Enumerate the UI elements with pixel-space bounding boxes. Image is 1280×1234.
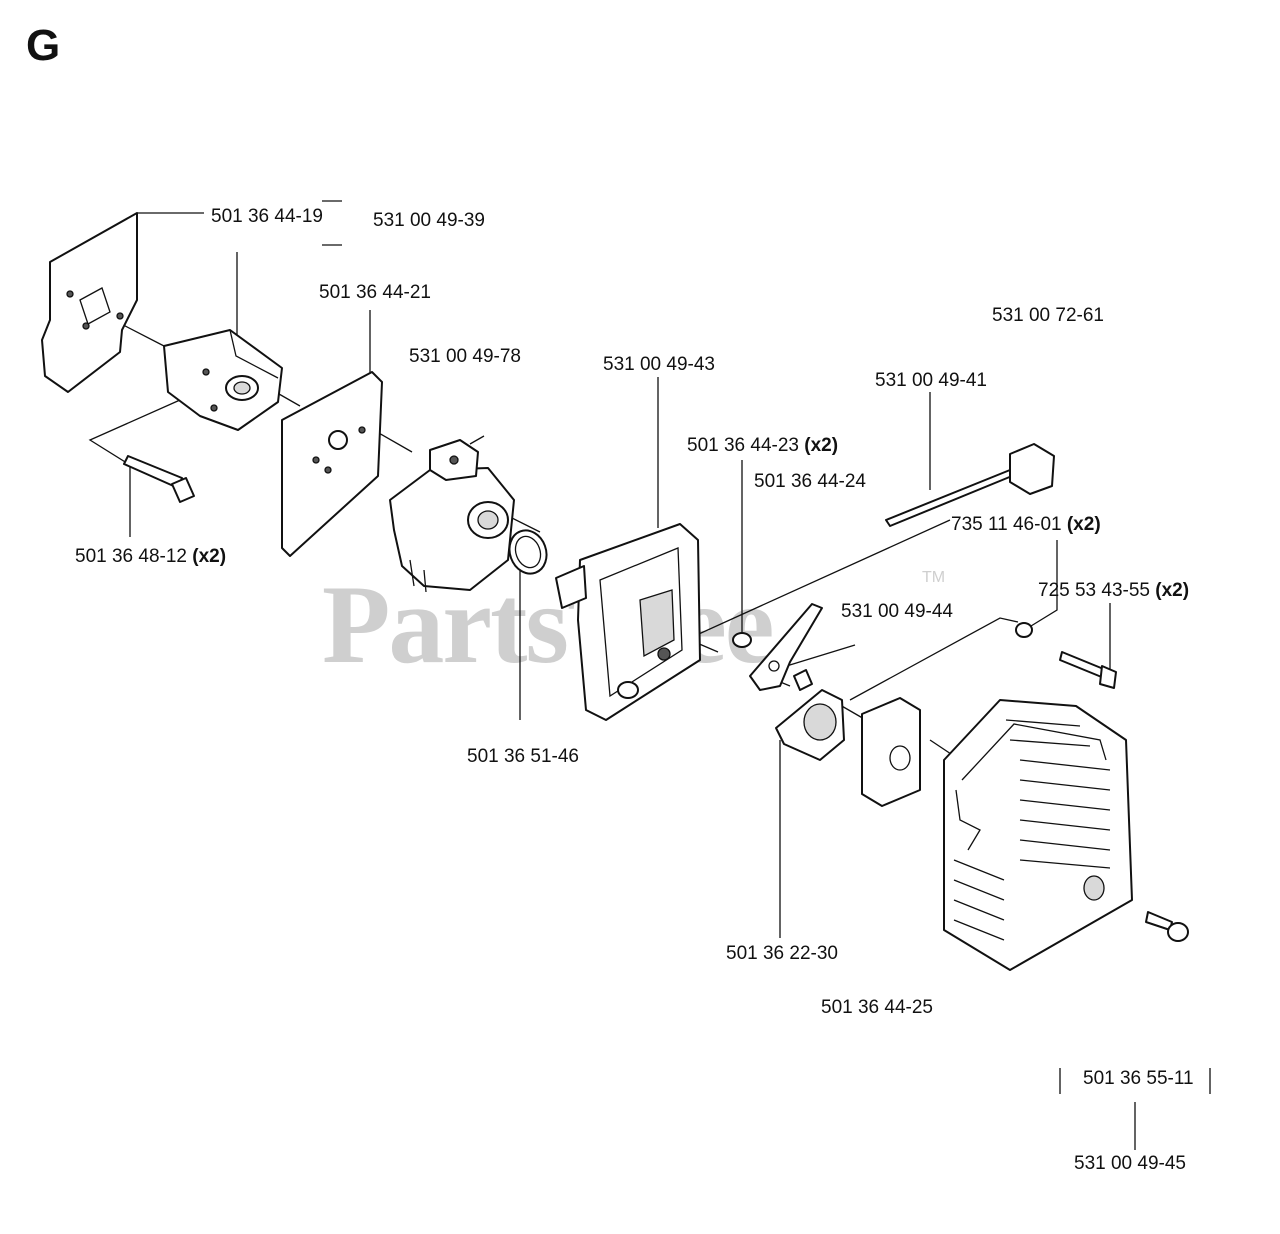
watermark: PartsTree <box>322 563 773 687</box>
part-label-531-00-49-45: 531 00 49-45 <box>1074 1153 1186 1174</box>
fuel-line <box>885 443 1055 527</box>
part-label-501-36-51-46: 501 36 51-46 <box>467 746 579 767</box>
part-label-531-00-49-44: 531 00 49-44 <box>841 601 953 622</box>
cover-bolt <box>1145 911 1189 942</box>
intake-block <box>163 329 283 431</box>
intake-screw <box>123 455 195 503</box>
part-label-501-36-44-19: 501 36 44-19 <box>211 206 323 227</box>
cover-vents <box>953 719 1111 941</box>
section-letter: G <box>26 21 60 70</box>
watermark-tm: TM <box>922 569 945 586</box>
part-label-501-36-48-12: 501 36 48-12 (x2) <box>75 546 226 567</box>
part-label-501-36-44-21: 501 36 44-21 <box>319 282 431 303</box>
part-label-531-00-49-43: 531 00 49-43 <box>603 354 715 375</box>
leader-lines <box>49 200 1211 1150</box>
middle-gasket <box>281 371 383 557</box>
part-label-735-11-46-01: 735 11 46-01 (x2) <box>951 514 1101 535</box>
part-labels: 501 36 44-19 531 00 49-39 501 36 44-21 5… <box>75 206 1194 1174</box>
part-label-501-36-44-23: 501 36 44-23 (x2) <box>687 435 838 456</box>
part-label-501-36-55-11: 501 36 55-11 <box>1083 1068 1194 1089</box>
part-label-725-53-43-55: 725 53 43-55 (x2) <box>1038 580 1189 601</box>
air-filter-cover <box>943 699 1133 971</box>
small-washer <box>793 669 813 691</box>
o-ring <box>508 529 548 575</box>
air-filter-base <box>555 523 701 721</box>
filter-plate <box>775 689 845 761</box>
part-label-531-00-49-39: 531 00 49-39 <box>373 210 485 231</box>
spacer-sleeve <box>732 632 752 648</box>
carburetor <box>389 435 515 593</box>
choke-lever <box>749 603 823 691</box>
part-label-531-00-72-61: 531 00 72-61 <box>992 305 1104 326</box>
part-label-501-36-22-30: 501 36 22-30 <box>726 943 838 964</box>
part-label-501-36-44-25: 501 36 44-25 <box>821 997 933 1018</box>
part-label-531-00-49-78: 531 00 49-78 <box>409 346 521 367</box>
cover-washer <box>1015 622 1033 638</box>
air-filter-element <box>861 697 921 807</box>
part-label-531-00-49-41: 531 00 49-41 <box>875 370 987 391</box>
part-label-501-36-44-24: 501 36 44-24 <box>754 471 866 492</box>
gasket-plate <box>41 212 138 393</box>
cover-screw <box>1059 651 1117 689</box>
